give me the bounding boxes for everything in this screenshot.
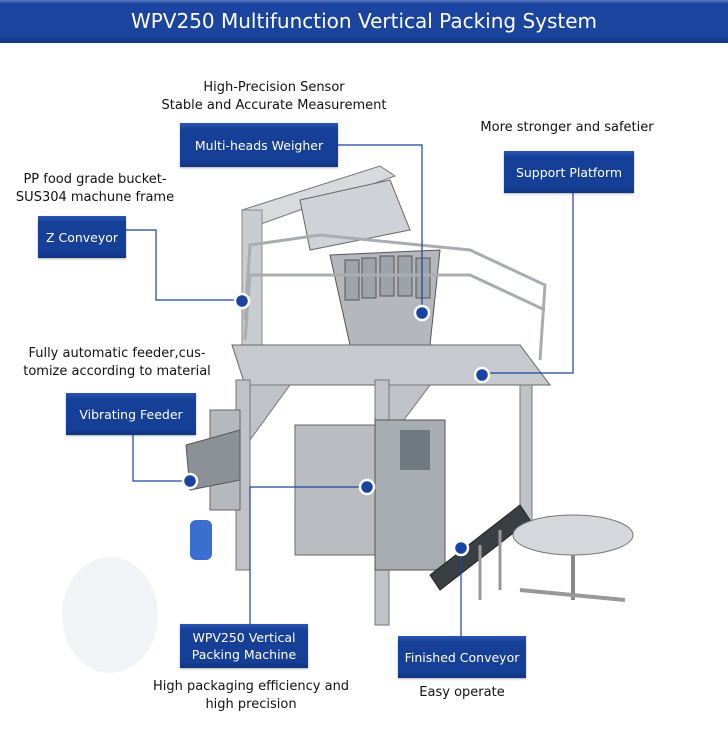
label-vibrating-feeder: Vibrating Feeder xyxy=(66,393,196,435)
weigher-desc-2: Stable and Accurate Measurement xyxy=(161,98,387,113)
feeder-desc-1: Fully automatic feeder,cus- xyxy=(28,346,206,361)
packing-label-line-1: WPV250 Vertical xyxy=(192,630,296,645)
label-finished-conveyor: Finished Conveyor xyxy=(398,636,526,678)
feeder-desc-2: tomize according to material xyxy=(23,364,211,379)
finished-desc: Easy operate xyxy=(419,685,505,700)
callout-dots xyxy=(181,292,491,557)
label-z-conveyor: Z Conveyor xyxy=(38,216,126,258)
label-support-platform: Support Platform xyxy=(504,151,634,193)
label-packing-machine: WPV250 Vertical Packing Machine xyxy=(180,624,308,668)
weigher-desc-1: High-Precision Sensor xyxy=(203,80,345,95)
page-title: WPV250 Multifunction Vertical Packing Sy… xyxy=(0,0,728,43)
platform-desc: More stronger and safetier xyxy=(480,120,654,135)
zconveyor-desc-2: SUS304 machune frame xyxy=(15,190,175,205)
zconveyor-desc-1: PP food grade bucket- xyxy=(23,172,167,187)
packing-desc-2: high precision xyxy=(205,697,297,712)
packing-label-line-2: Packing Machine xyxy=(191,647,297,662)
label-multi-heads-weigher: Multi-heads Weigher xyxy=(180,123,338,167)
packing-desc-1: High packaging efficiency and xyxy=(152,679,350,694)
